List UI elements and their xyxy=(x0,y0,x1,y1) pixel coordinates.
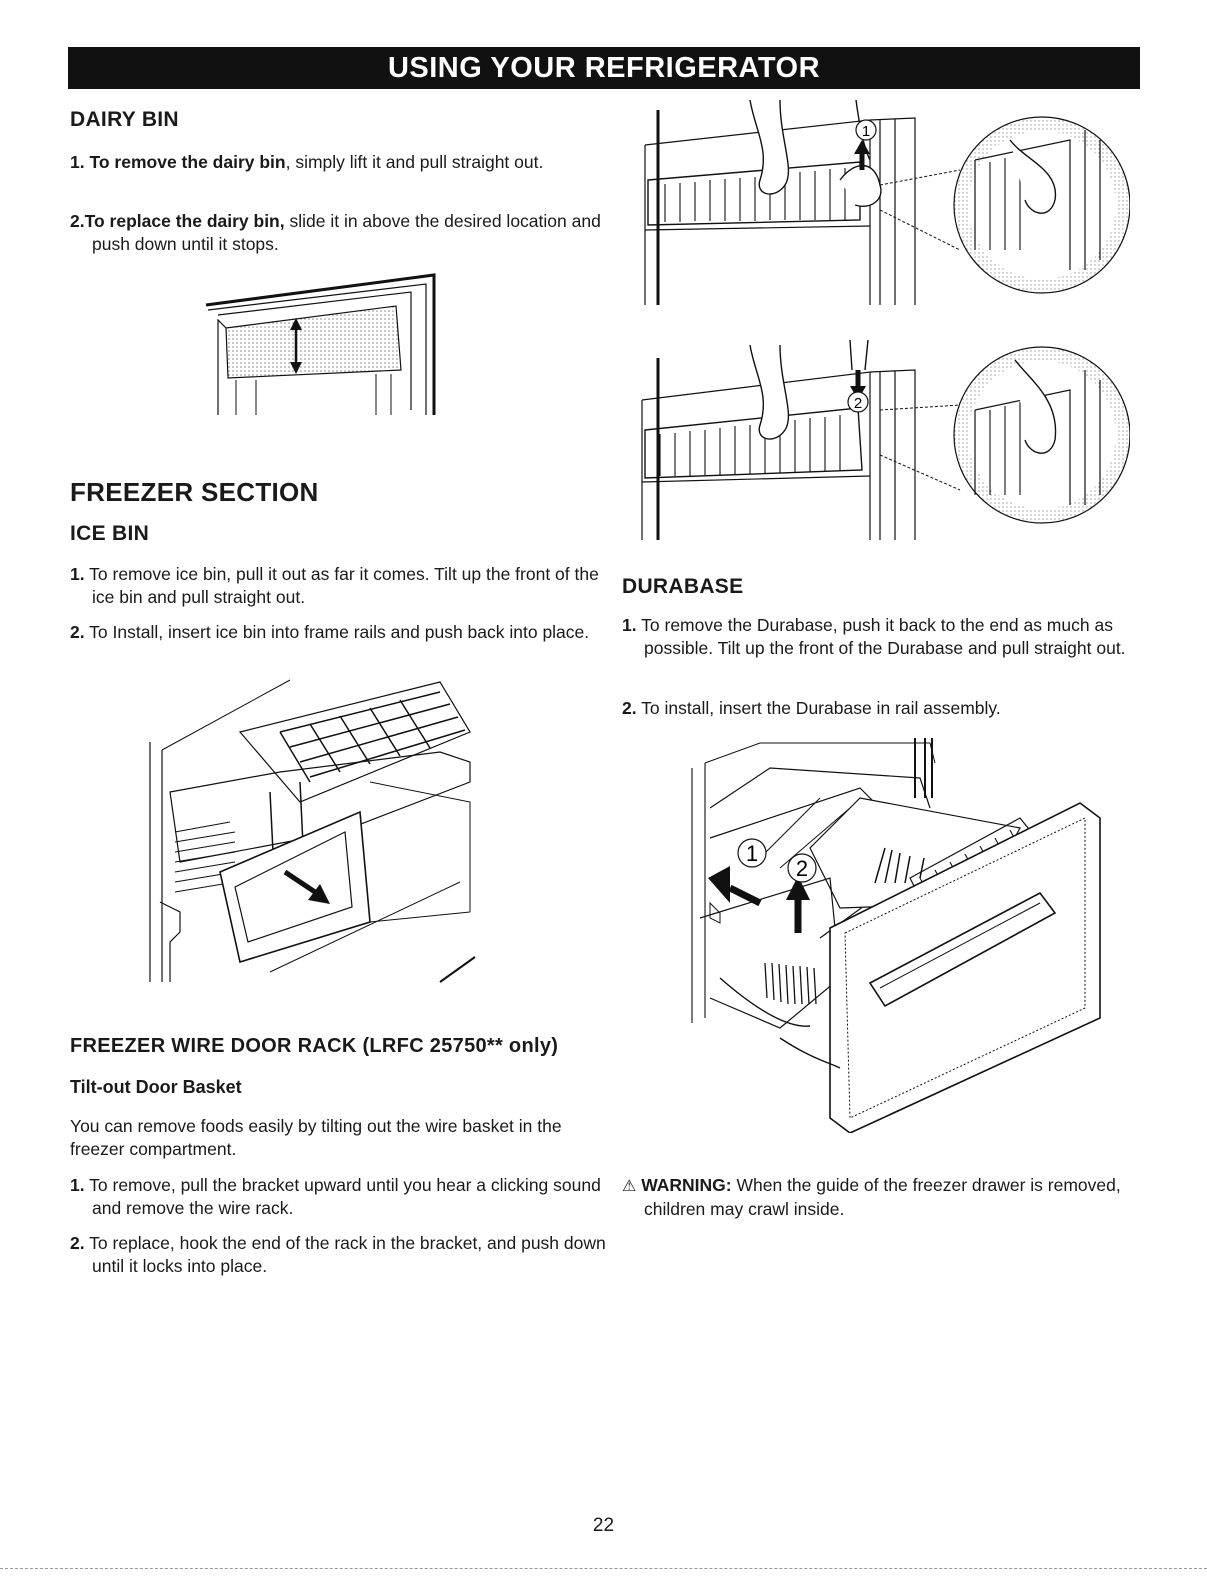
dairy-step-2: 2.To replace the dairy bin, slide it in … xyxy=(70,210,602,256)
callout-one-label: 1 xyxy=(862,123,870,140)
wire-rack-heading: FREEZER WIRE DOOR RACK (LRFC 25750** onl… xyxy=(70,1035,559,1057)
step-text: slide it in above the desired location a… xyxy=(92,211,601,254)
step-text: To install, insert the Durabase in rail … xyxy=(641,698,1001,718)
step-text: To replace, hook the end of the rack in … xyxy=(89,1233,606,1276)
warning-note: ⚠ WARNING: When the guide of the freezer… xyxy=(622,1174,1159,1221)
durabase-step-1: 1. To remove the Durabase, push it back … xyxy=(622,614,1159,660)
door-rack-remove-illustration: 1 xyxy=(630,100,1130,310)
durabase-callout-one-label: 1 xyxy=(746,841,758,866)
callout-two-label: 2 xyxy=(854,395,862,412)
dairy-bin-illustration xyxy=(196,270,446,420)
page-header-banner: USING YOUR REFRIGERATOR xyxy=(68,47,1140,89)
warning-text: When the guide of the freezer drawer is … xyxy=(644,1175,1121,1219)
callout-one-marker xyxy=(855,119,877,141)
durabase-heading: DURABASE xyxy=(622,575,744,598)
wire-rack-step-1: 1. To remove, pull the bracket upward un… xyxy=(70,1174,602,1220)
wire-rack-subheading: Tilt-out Door Basket xyxy=(70,1077,242,1097)
durabase-step-2: 2. To install, insert the Durabase in ra… xyxy=(622,697,1159,720)
ice-bin-step-2: 2. To Install, insert ice bin into frame… xyxy=(70,621,602,644)
warning-label: WARNING: xyxy=(641,1175,732,1195)
step-text: , simply lift it and pull straight out. xyxy=(285,152,544,172)
step-number: 1. xyxy=(70,1175,85,1195)
step-text: To remove the Durabase, push it back to … xyxy=(641,615,1126,658)
step-text: To Install, insert ice bin into frame ra… xyxy=(89,622,590,642)
step-lead: To replace the dairy bin, xyxy=(84,211,285,231)
step-lead: To remove the dairy bin xyxy=(89,152,286,172)
step-number: 1. xyxy=(70,564,85,584)
durabase-callout-two-marker xyxy=(787,853,817,883)
freezer-section-heading: FREEZER SECTION xyxy=(70,477,319,507)
step-number: 2. xyxy=(622,698,637,718)
door-rack-replace-illustration: 2 xyxy=(630,330,1130,545)
step-number: 2. xyxy=(70,1233,85,1253)
dairy-bin-heading: DAIRY BIN xyxy=(70,108,179,131)
wire-rack-intro: You can remove foods easily by tilting o… xyxy=(70,1116,562,1159)
warning-icon: ⚠ xyxy=(622,1178,637,1195)
step-number: 1. xyxy=(622,615,637,635)
page-bottom-rule xyxy=(0,1568,1207,1569)
ice-bin-step-1: 1. To remove ice bin, pull it out as far… xyxy=(70,563,602,609)
durabase-callout-one-marker xyxy=(737,838,767,868)
ice-bin-heading: ICE BIN xyxy=(70,522,150,545)
callout-two-marker xyxy=(847,391,869,413)
durabase-illustration: 1 2 xyxy=(680,738,1120,1133)
ice-bin-illustration xyxy=(140,672,490,1002)
step-text: To remove ice bin, pull it out as far it… xyxy=(89,564,599,607)
dairy-step-1: 1. To remove the dairy bin, simply lift … xyxy=(70,151,602,174)
durabase-callout-two-label: 2 xyxy=(796,856,808,881)
step-number: 2. xyxy=(70,622,85,642)
step-number: 2. xyxy=(70,211,85,231)
wire-rack-step-2: 2. To replace, hook the end of the rack … xyxy=(70,1232,612,1278)
step-text: To remove, pull the bracket upward until… xyxy=(89,1175,601,1218)
step-number: 1. xyxy=(70,152,85,172)
page-number: 22 xyxy=(592,1515,615,1536)
